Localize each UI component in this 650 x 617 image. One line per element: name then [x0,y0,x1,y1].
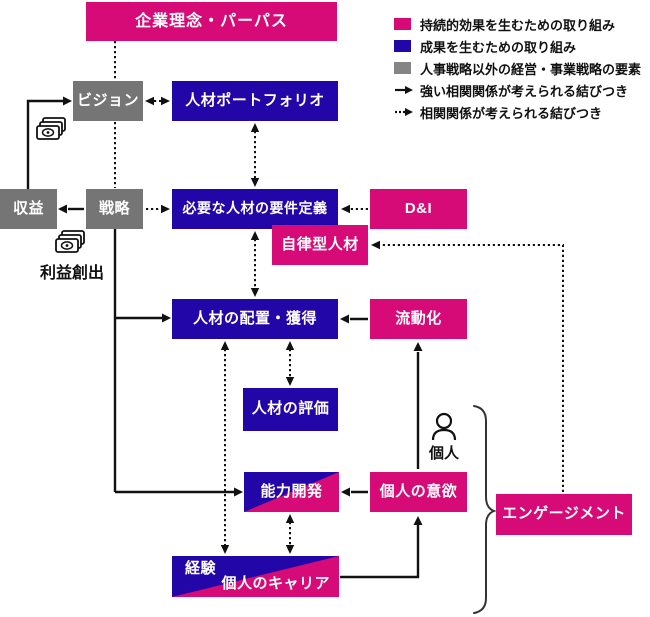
individual-label: 個人 [428,445,459,462]
node-strategy: 戦略 [86,189,143,229]
dotted-arrow-icon [395,108,413,116]
node-mobility: 流動化 [370,299,467,339]
line-career-to-motivation [340,525,420,579]
money-icon [36,117,66,140]
node-diversity-inclusion: D&I [370,189,467,229]
node-talent-evaluation: 人材の評価 [243,388,338,431]
node-talent-placement: 人材の配置・獲得 [172,299,338,339]
gray-swatch-icon [394,62,411,74]
node-experience-career: 経験 個人のキャリア [172,556,339,597]
legend-item-results: 成果を生むための取り組み [394,35,641,57]
node-vision: ビジョン [73,81,143,121]
person-icon [431,412,457,441]
node-talent-requirements: 必要な人材の要件定義 [172,189,338,229]
legend-item-strong-correlation: 強い相関関係が考えられる結びつき [394,79,641,101]
solid-arrow-icon [395,86,413,94]
blue-swatch-icon [394,40,411,52]
group-brace [473,405,497,614]
dotted-connectors [114,41,564,546]
node-capability-development: 能力開発 [244,472,339,512]
node-talent-portfolio: 人材ポートフォリオ [172,81,338,121]
node-engagement: エンゲージメント [496,494,632,535]
node-individual-motivation: 個人の意欲 [370,472,467,512]
profit-creation-label: 利益創出 [39,265,104,282]
node-autonomous-talent: 自律型人材 [272,225,368,265]
line-profit-to-vision [26,99,63,190]
legend: 持続的効果を生むための取り組み 成果を生むための取り組み 人事戦略以外の経営・事… [394,13,641,123]
legend-item-non-hr: 人事戦略以外の経営・事業戦略の要素 [394,57,641,79]
solid-connectors [26,99,420,579]
money-icon [55,230,85,253]
career-label: 個人のキャリア [221,574,330,592]
magenta-swatch-icon [394,18,411,30]
arrowheads [58,96,423,554]
node-profit: 収益 [0,189,57,229]
node-corporate-purpose: 企業理念・パーパス [86,2,337,41]
experience-label: 経験 [185,560,217,577]
dotline-engagement-to-autonomous [380,244,564,492]
legend-item-correlation: 相関関係が考えられる結びつき [394,101,641,123]
legend-item-sustained-effect: 持続的効果を生むための取り組み [394,13,641,35]
